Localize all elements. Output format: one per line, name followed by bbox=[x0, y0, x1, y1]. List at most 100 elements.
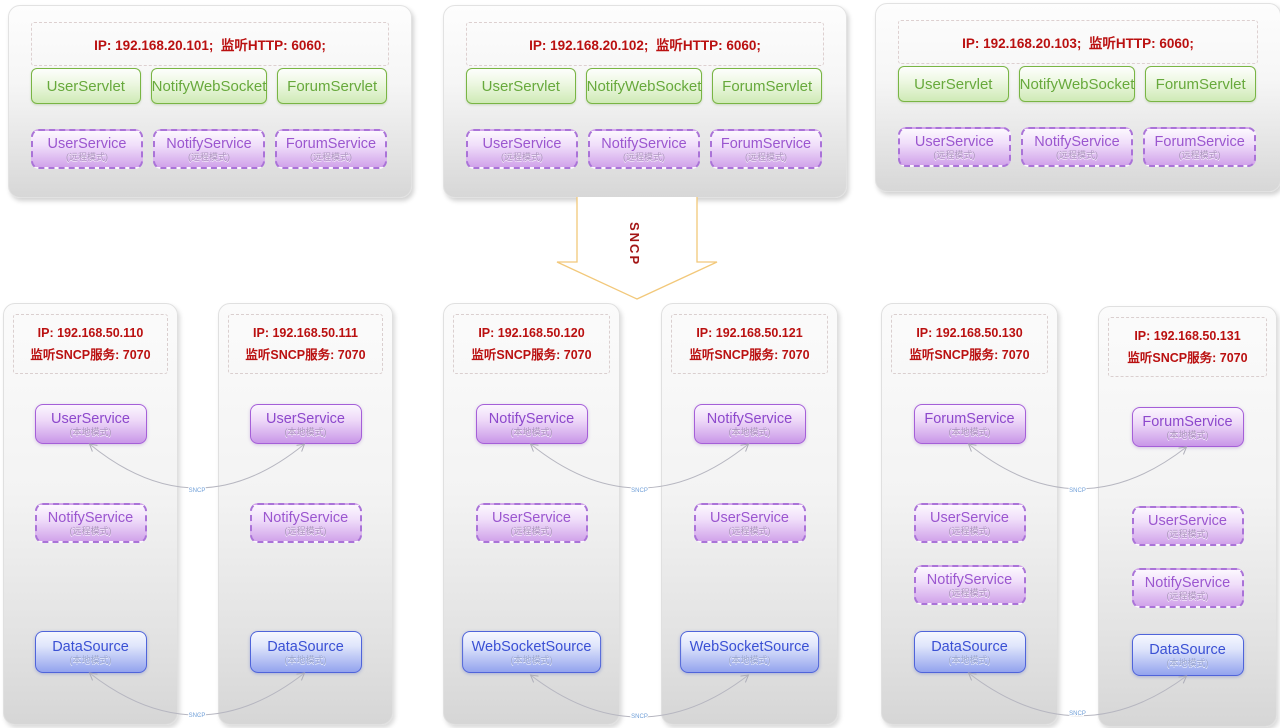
servlet-row: UserServlet NotifyWebSocket ForumServlet bbox=[31, 68, 387, 104]
service-name: NotifyService bbox=[1034, 133, 1120, 150]
servlet-label: UserServlet bbox=[481, 77, 560, 95]
service-name: NotifyService bbox=[488, 410, 575, 427]
servlet-label: NotifyWebSocket bbox=[151, 77, 267, 95]
service-name: ForumService bbox=[924, 410, 1015, 427]
connector-label: SNCP bbox=[1069, 711, 1086, 717]
service-name: UserService bbox=[266, 410, 345, 427]
service-name: WebSocketSource bbox=[471, 638, 592, 655]
servlet-box-userservlet: UserServlet bbox=[466, 68, 576, 104]
servlet-label: UserServlet bbox=[46, 77, 125, 95]
servlet-box-notifywebsocket: NotifyWebSocket bbox=[1018, 66, 1136, 102]
service-box-datasource-local: DataSource (本地模式) bbox=[34, 631, 147, 673]
service-box-userservice-remote: UserService (远程模式) bbox=[693, 503, 806, 543]
ip-line2: 监听SNCP服务: 7070 bbox=[245, 347, 366, 362]
servlet-box-forumservlet: ForumServlet bbox=[712, 68, 822, 104]
service-box-notifyservice-remote: NotifyService (远程模式) bbox=[1020, 127, 1134, 167]
service-name: ForumService bbox=[1142, 413, 1233, 430]
ip-banner: IP: 192.168.50.131 监听SNCP服务: 7070 bbox=[1108, 317, 1267, 377]
service-name: NotifyService bbox=[47, 509, 134, 526]
service-box-forumservice-remote: ForumService (远程模式) bbox=[710, 129, 822, 169]
ip-banner: IP: 192.168.50.130 监听SNCP服务: 7070 bbox=[891, 314, 1048, 374]
service-box-forumservice-local: ForumService (本地模式) bbox=[913, 404, 1026, 444]
service-box-notifyservice-remote: NotifyService (远程模式) bbox=[153, 129, 265, 169]
service-mode: (远程模式) bbox=[501, 151, 543, 162]
service-mode: (本地模式) bbox=[284, 654, 327, 665]
connector-label: SNCP bbox=[1069, 488, 1086, 494]
sncp-node-110: IP: 192.168.50.110 监听SNCP服务: 7070 UserSe… bbox=[3, 303, 178, 725]
servlet-box-notifywebsocket: NotifyWebSocket bbox=[150, 68, 268, 104]
servlet-box-userservlet: UserServlet bbox=[898, 66, 1009, 102]
service-box-datasource-local: DataSource (本地模式) bbox=[1131, 634, 1244, 676]
service-box-notifyservice-local: NotifyService (本地模式) bbox=[693, 404, 806, 444]
service-box-userservice-remote: UserService (远程模式) bbox=[898, 127, 1011, 167]
service-name: ForumService bbox=[285, 135, 377, 152]
service-name: DataSource bbox=[52, 638, 129, 655]
ip-banner: IP: 192.168.20.103; 监听HTTP: 6060; bbox=[898, 20, 1258, 64]
service-box-forumservice-remote: ForumService (远程模式) bbox=[275, 129, 387, 169]
service-mode: (本地模式) bbox=[510, 654, 553, 665]
service-mode: (远程模式) bbox=[745, 151, 787, 162]
http-server-node-103: IP: 192.168.20.103; 监听HTTP: 6060; UserSe… bbox=[875, 3, 1280, 192]
service-box-notifyservice-remote: NotifyService (远程模式) bbox=[249, 503, 362, 543]
service-box-userservice-remote: UserService (远程模式) bbox=[475, 503, 588, 543]
service-mode: (本地模式) bbox=[948, 654, 991, 665]
ip-banner: IP: 192.168.50.110 监听SNCP服务: 7070 bbox=[13, 314, 168, 374]
sncp-node-120: IP: 192.168.50.120 监听SNCP服务: 7070 Notify… bbox=[443, 303, 620, 725]
service-mode: (远程模式) bbox=[310, 151, 352, 162]
service-row: UserService (远程模式) NotifyService (远程模式) … bbox=[898, 127, 1257, 167]
service-mode: (远程模式) bbox=[728, 525, 771, 536]
service-box-userservice-remote: UserService (远程模式) bbox=[31, 129, 143, 169]
service-name: NotifyService bbox=[1144, 574, 1231, 591]
service-name: UserService bbox=[710, 509, 789, 526]
service-mode: (远程模式) bbox=[188, 151, 230, 162]
servlet-row: UserServlet NotifyWebSocket ForumServlet bbox=[466, 68, 822, 104]
ip-line1: IP: 192.168.50.121 bbox=[696, 325, 803, 340]
servlet-box-forumservlet: ForumServlet bbox=[277, 68, 387, 104]
service-box-forumservice-remote: ForumService (远程模式) bbox=[1143, 127, 1257, 167]
sncp-arrow-label: SNCP bbox=[627, 222, 642, 266]
service-mode: (本地模式) bbox=[728, 426, 771, 437]
servlet-label: ForumServlet bbox=[722, 77, 813, 95]
ip-text: IP: 192.168.20.103; 监听HTTP: 6060; bbox=[962, 36, 1194, 51]
ip-line2: 监听SNCP服务: 7070 bbox=[689, 347, 810, 362]
ip-text: IP: 192.168.20.101; 监听HTTP: 6060; bbox=[94, 38, 326, 53]
http-server-node-102: IP: 192.168.20.102; 监听HTTP: 6060; UserSe… bbox=[443, 5, 847, 198]
service-mode: (本地模式) bbox=[728, 654, 771, 665]
sncp-node-121: IP: 192.168.50.121 监听SNCP服务: 7070 Notify… bbox=[661, 303, 838, 725]
sncp-node-130: IP: 192.168.50.130 监听SNCP服务: 7070 ForumS… bbox=[881, 303, 1058, 725]
service-name: WebSocketSource bbox=[689, 638, 810, 655]
service-row: UserService (远程模式) NotifyService (远程模式) … bbox=[466, 129, 822, 169]
service-box-notifyservice-remote: NotifyService (远程模式) bbox=[1131, 568, 1244, 608]
service-mode: (远程模式) bbox=[948, 587, 991, 598]
ip-line2: 监听SNCP服务: 7070 bbox=[471, 347, 592, 362]
service-box-notifyservice-remote: NotifyService (远程模式) bbox=[913, 565, 1026, 605]
ip-banner: IP: 192.168.50.121 监听SNCP服务: 7070 bbox=[671, 314, 828, 374]
service-mode: (远程模式) bbox=[933, 149, 976, 160]
service-box-datasource-local: DataSource (本地模式) bbox=[249, 631, 362, 673]
ip-line2: 监听SNCP服务: 7070 bbox=[909, 347, 1030, 362]
sncp-node-131: IP: 192.168.50.131 监听SNCP服务: 7070 ForumS… bbox=[1098, 306, 1277, 727]
service-name: UserService bbox=[1148, 512, 1227, 529]
service-mode: (远程模式) bbox=[284, 525, 327, 536]
connector-label: SNCP bbox=[189, 713, 206, 719]
http-server-node-101: IP: 192.168.20.101; 监听HTTP: 6060; UserSe… bbox=[8, 5, 412, 198]
service-name: NotifyService bbox=[706, 410, 793, 427]
servlet-label: ForumServlet bbox=[1155, 75, 1246, 93]
ip-banner: IP: 192.168.20.102; 监听HTTP: 6060; bbox=[466, 22, 824, 66]
service-name: NotifyService bbox=[601, 135, 687, 152]
sncp-node-111: IP: 192.168.50.111 监听SNCP服务: 7070 UserSe… bbox=[218, 303, 393, 725]
servlet-box-notifywebsocket: NotifyWebSocket bbox=[585, 68, 703, 104]
service-mode: (本地模式) bbox=[1166, 429, 1209, 440]
ip-line1: IP: 192.168.50.111 bbox=[253, 325, 358, 340]
ip-line2: 监听SNCP服务: 7070 bbox=[1127, 350, 1248, 365]
service-name: UserService bbox=[51, 410, 130, 427]
service-name: NotifyService bbox=[262, 509, 349, 526]
service-box-websocketsource-local: WebSocketSource (本地模式) bbox=[461, 631, 602, 673]
ip-line1: IP: 192.168.50.130 bbox=[916, 325, 1023, 340]
servlet-box-userservlet: UserServlet bbox=[31, 68, 141, 104]
service-box-userservice-local: UserService (本地模式) bbox=[249, 404, 362, 444]
service-name: NotifyService bbox=[926, 571, 1013, 588]
servlet-row: UserServlet NotifyWebSocket ForumServlet bbox=[898, 66, 1256, 102]
service-mode: (本地模式) bbox=[510, 426, 553, 437]
service-name: DataSource bbox=[931, 638, 1008, 655]
